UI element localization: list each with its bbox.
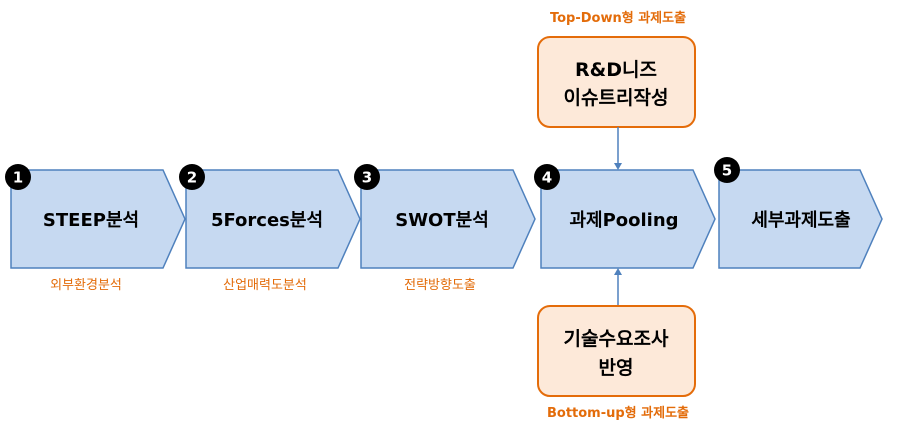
rd-needs-line2: 이슈트리작성 — [564, 87, 669, 109]
bottom-connector-arrowhead — [614, 268, 622, 275]
top-connector-arrowhead — [614, 163, 622, 170]
step-4-label: 과제Pooling — [569, 210, 678, 231]
step-2-chevron — [185, 169, 361, 269]
tech-demand-line2: 반영 — [599, 357, 634, 379]
step-3-sublabel: 전략방향도출 — [404, 278, 476, 293]
step-1-label: STEEP분석 — [43, 210, 139, 231]
step-3-number: 3 — [362, 169, 372, 187]
rd-needs-box — [537, 36, 696, 128]
bottom-up-caption: Bottom-up형 과제도출 — [547, 405, 689, 421]
step-5-number: 5 — [722, 162, 732, 180]
step-2-sublabel: 산업매력도분석 — [223, 278, 307, 293]
step-1-sublabel: 외부환경분석 — [50, 278, 122, 293]
step-5-label: 세부과제도출 — [751, 210, 850, 231]
tech-demand-box — [537, 305, 696, 397]
step-4-chevron — [540, 169, 716, 269]
step-2-label: 5Forces분석 — [211, 210, 323, 231]
top-down-caption: Top-Down형 과제도출 — [550, 10, 686, 26]
rd-needs-line1: R&D니즈 — [575, 59, 657, 81]
step-3-label: SWOT분석 — [395, 210, 489, 231]
step-1-number: 1 — [13, 169, 23, 187]
step-3-badge — [354, 164, 380, 190]
step-1-chevron — [10, 169, 186, 269]
step-2-badge — [179, 164, 205, 190]
step-3-chevron — [360, 169, 536, 269]
step-2-number: 2 — [187, 169, 197, 187]
step-4-number: 4 — [542, 169, 552, 187]
step-1-badge — [5, 164, 31, 190]
step-5-badge — [714, 157, 740, 183]
tech-demand-line1: 기술수요조사 — [564, 328, 669, 350]
step-5-chevron — [718, 169, 883, 269]
step-4-badge — [534, 164, 560, 190]
